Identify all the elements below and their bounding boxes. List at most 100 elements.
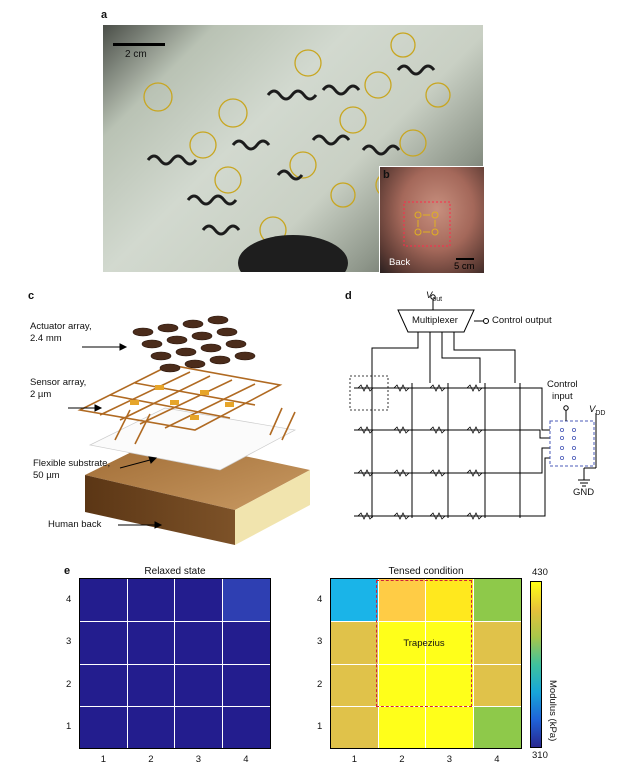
heatmap-cell <box>222 705 270 748</box>
back-label: Back <box>389 257 411 268</box>
tensed-title: Tensed condition <box>388 566 464 577</box>
human-back-label: Human back <box>48 519 102 530</box>
control-input-line1: Control <box>547 379 578 390</box>
exploded-device-diagram <box>68 315 310 545</box>
trapezius-label: Trapezius <box>403 638 445 649</box>
relaxed-heatmap <box>79 578 271 749</box>
heatmap-cell <box>473 663 521 706</box>
heatmap-cell <box>127 621 175 664</box>
control-input-line2: input <box>552 391 573 402</box>
inset-scale-bar-label: 5 cm <box>454 261 475 272</box>
back-photo-inset: b Back 5 cm <box>379 166 485 274</box>
panel-label-d: d <box>345 290 352 302</box>
heatmap-cell <box>222 621 270 664</box>
colorbar <box>530 581 542 748</box>
colorbar-label: Modulus (kPa) <box>547 680 558 742</box>
y-tick-label: 4 <box>66 594 72 606</box>
heatmap-cell <box>175 579 223 622</box>
control-output-label: Control output <box>492 315 552 326</box>
actuator-discs <box>132 315 256 373</box>
heatmap-cell <box>175 621 223 664</box>
sensor-label-line1: Sensor array, <box>30 377 87 388</box>
callout-arrows <box>68 343 163 529</box>
panel-label-e: e <box>64 565 71 577</box>
heatmap-cell <box>80 663 128 706</box>
x-tick-label: 4 <box>494 754 500 765</box>
circuit-schematic <box>349 294 597 520</box>
panel-label-b: b <box>383 169 390 181</box>
heatmap-cell <box>426 705 474 748</box>
heatmap-cell <box>331 621 379 664</box>
panel-label-a: a <box>101 9 108 21</box>
heatmap-cell <box>378 663 426 706</box>
heatmap-cell <box>331 579 379 622</box>
heatmap-cell <box>127 663 175 706</box>
sensor-traces <box>77 364 296 445</box>
vout-label: Vout <box>426 290 442 303</box>
vdd-label: VDD <box>589 404 605 417</box>
x-tick-label: 4 <box>243 754 249 765</box>
trapezius-region-box <box>376 580 472 707</box>
vdd-sub: DD <box>595 409 606 417</box>
heatmap-cell <box>80 705 128 748</box>
heatmap-cell <box>331 663 379 706</box>
heatmap-cell <box>473 705 521 748</box>
heatmap-cell <box>175 663 223 706</box>
actuator-label-line1: Actuator array, <box>30 321 92 332</box>
y-tick-label: 1 <box>317 720 323 732</box>
vdd-main: V <box>589 404 596 415</box>
heatmap-cell <box>127 705 175 748</box>
heatmap-cell <box>426 663 474 706</box>
block-top <box>85 438 310 510</box>
heatmap-cell <box>473 621 521 664</box>
actuator-array-label: Actuator array, 2.4 mm <box>30 321 92 345</box>
x-tick-label: 1 <box>351 754 358 765</box>
multiplexer-block <box>397 309 475 333</box>
vout-sub: out <box>432 295 443 303</box>
heatmap-cell <box>426 579 474 622</box>
y-tick-label: 3 <box>317 636 323 648</box>
control-input-label: Control input <box>547 379 578 403</box>
vout-main: V <box>426 290 433 301</box>
colorbar-max: 430 <box>532 567 548 578</box>
x-tick-label: 2 <box>399 754 405 765</box>
substrate-label-line1: Flexible substrate, <box>33 458 111 469</box>
device-photo: 2 cm <box>103 25 483 272</box>
gnd-label: GND <box>573 487 595 498</box>
heatmap-cell <box>426 621 474 664</box>
heatmap-cell <box>175 705 223 748</box>
heatmap-cell <box>222 663 270 706</box>
back-photo-drawing <box>403 201 474 260</box>
x-tick-label: 3 <box>195 754 202 765</box>
sensor-resistors <box>357 384 483 520</box>
switch-contacts <box>559 427 576 460</box>
heatmap-cell <box>222 579 270 622</box>
x-tick-label: 3 <box>446 754 453 765</box>
sensor-array-label: Sensor array, 2 µm <box>30 377 86 401</box>
inset-scale-bar <box>456 258 474 260</box>
device-photo-drawing <box>113 32 451 272</box>
block-right <box>235 470 310 545</box>
y-tick-label: 2 <box>317 678 323 690</box>
scale-bar-line <box>113 43 165 46</box>
multiplexer-label: Multiplexer <box>412 315 458 326</box>
colorbar-min: 310 <box>532 750 548 761</box>
relaxed-title: Relaxed state <box>144 566 206 577</box>
heatmap-cell <box>378 621 426 664</box>
sensor-label-line2: 2 µm <box>30 389 52 400</box>
block-left <box>85 475 235 545</box>
y-tick-label: 4 <box>317 594 323 606</box>
substrate-label: Flexible substrate, 50 µm <box>33 458 110 482</box>
heatmap-cell <box>80 621 128 664</box>
heatmap-cell <box>331 705 379 748</box>
unit-cell-highlight <box>349 375 389 411</box>
heatmap-cell <box>378 705 426 748</box>
panel-label-c: c <box>28 290 35 302</box>
sensor-region-box <box>403 201 451 247</box>
substrate-label-line2: 50 µm <box>33 470 60 481</box>
x-tick-label: 1 <box>100 754 107 765</box>
heatmap-cell <box>378 579 426 622</box>
y-tick-label: 1 <box>66 720 72 732</box>
actuator-label-line2: 2.4 mm <box>30 333 62 344</box>
y-tick-label: 2 <box>66 678 72 690</box>
